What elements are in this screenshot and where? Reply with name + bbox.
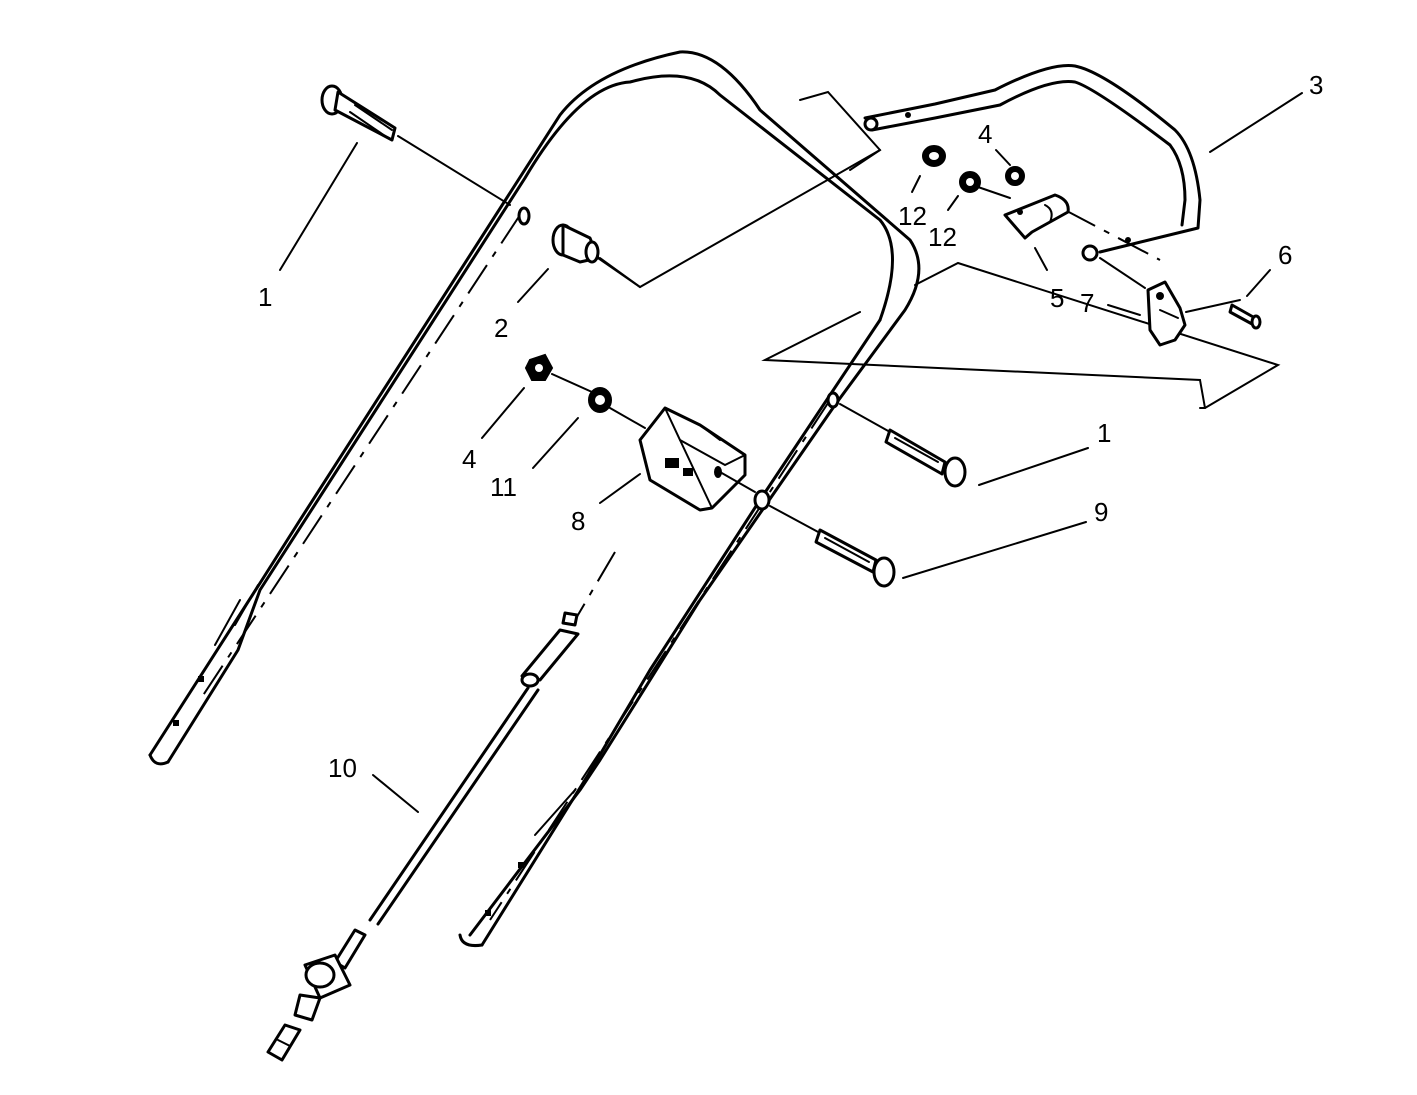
callout-12-a: 12 <box>898 201 927 231</box>
assembly-plane-lower <box>761 261 1281 409</box>
callout-8: 8 <box>571 506 585 536</box>
handle-hole-upper <box>517 206 531 226</box>
carriage-bolt-9 <box>814 528 896 588</box>
carriage-bolt-lower <box>884 428 967 488</box>
callout-1-lower: 1 <box>1097 418 1111 448</box>
upper-bail <box>863 64 1202 262</box>
bolt-axis-line <box>397 135 511 206</box>
callout-2: 2 <box>494 313 508 343</box>
spacer <box>551 223 600 264</box>
right-leg-hole-1 <box>518 862 524 868</box>
callout-3: 3 <box>1309 70 1323 100</box>
control-cable <box>266 611 580 1062</box>
bail-hole <box>905 112 911 118</box>
leader-lines <box>279 92 1303 813</box>
main-handle <box>148 50 921 947</box>
nut-4-lower <box>524 353 554 381</box>
bracket <box>1003 193 1070 240</box>
handle-hole-mid <box>826 391 840 409</box>
nut-4-upper <box>1005 166 1025 186</box>
washer-11 <box>588 387 612 413</box>
callout-11: 11 <box>490 472 517 502</box>
callout-10: 10 <box>328 753 357 783</box>
handle-hole-lower <box>753 489 771 511</box>
left-leg-hole-1 <box>198 676 204 682</box>
cable-clip <box>1146 280 1187 347</box>
callout-4-lower: 4 <box>462 444 476 474</box>
callout-4-upper: 4 <box>978 119 992 149</box>
callout-6: 6 <box>1278 240 1292 270</box>
callout-5: 5 <box>1050 283 1064 313</box>
callout-labels: 1 2 3 4 12 12 5 6 7 4 11 8 1 9 10 <box>258 70 1323 783</box>
callout-7: 7 <box>1080 288 1094 318</box>
nut-12-a <box>922 145 946 167</box>
carriage-bolt-upper <box>320 84 397 142</box>
nut-12-b <box>959 171 981 193</box>
callout-1-upper: 1 <box>258 282 272 312</box>
callout-12-b: 12 <box>928 222 957 252</box>
control-block <box>638 406 747 512</box>
screw <box>1228 303 1262 330</box>
assembly-plane-upper <box>599 90 882 289</box>
assembly-center-lines <box>199 214 831 921</box>
right-leg-hole-2 <box>485 910 491 916</box>
left-leg-hole-2 <box>173 720 179 726</box>
callout-9: 9 <box>1094 497 1108 527</box>
